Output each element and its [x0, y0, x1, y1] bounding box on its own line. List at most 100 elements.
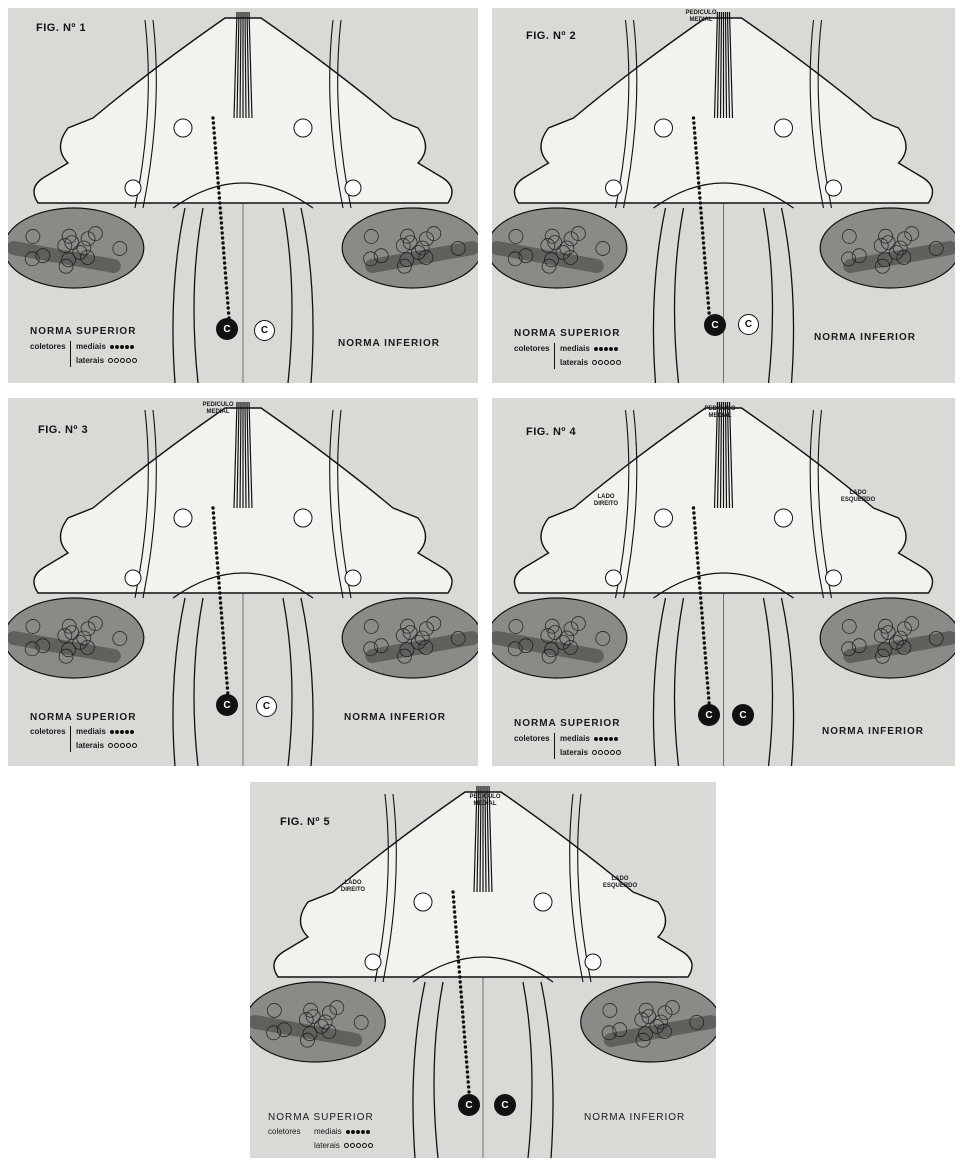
coletores-label: coletores — [30, 727, 66, 736]
collector-dot — [452, 900, 455, 903]
laterais-label: laterais — [560, 358, 588, 367]
collector-dot — [226, 686, 229, 689]
filled-dots-icon — [110, 730, 134, 734]
collector-dot — [225, 286, 228, 289]
mediais-item: mediais — [560, 344, 618, 353]
collector-dot — [211, 506, 214, 509]
collector-dot — [467, 1080, 470, 1083]
collector-dot — [707, 691, 710, 694]
collector-dot — [218, 591, 221, 594]
anatomy-diagram — [8, 398, 478, 766]
collector-dot — [214, 151, 217, 154]
collector-dot — [221, 626, 224, 629]
collector-node-filled: C — [458, 1094, 480, 1116]
collector-dot — [701, 621, 704, 624]
collector-dot — [212, 126, 215, 129]
collector-node-filled: C — [732, 704, 754, 726]
collector-dot — [701, 626, 704, 629]
collector-dot — [694, 536, 697, 539]
laterais-label: laterais — [560, 748, 588, 757]
mediais-label: mediais — [314, 1127, 342, 1136]
collector-dot — [457, 955, 460, 958]
collector-dot — [466, 1070, 469, 1073]
collector-dot — [698, 196, 701, 199]
collector-node-open: C — [738, 314, 759, 335]
lymph-node — [345, 570, 361, 586]
collector-dot — [212, 511, 215, 514]
vessel — [675, 208, 684, 383]
vessel — [764, 598, 773, 766]
collector-dot — [706, 296, 709, 299]
collector-dot — [227, 306, 230, 309]
collector-dot — [214, 146, 217, 149]
collector-dot — [704, 271, 707, 274]
collector-dot — [692, 511, 695, 514]
side-label-left: LADO DIREITO — [338, 880, 368, 894]
norma-inferior-label: NORMA INFERIOR — [584, 1112, 685, 1123]
vessel — [173, 208, 185, 383]
collector-dot — [219, 601, 222, 604]
collector-dot — [463, 1035, 466, 1038]
collector-dot — [223, 256, 226, 259]
lymph-node — [826, 570, 842, 586]
collector-dot — [463, 1030, 466, 1033]
collector-dot — [213, 526, 216, 529]
collector-dot — [224, 271, 227, 274]
collector-dot — [217, 571, 220, 574]
laterais-item: laterais — [76, 356, 137, 365]
collector-dot — [707, 306, 710, 309]
collector-dot — [697, 181, 700, 184]
collector-dot — [220, 226, 223, 229]
lymph-node — [826, 180, 842, 196]
norma-superior-label: NORMA SUPERIOR — [268, 1112, 374, 1123]
vessel — [194, 208, 203, 383]
figure-title: FIG. Nº 4 — [526, 426, 576, 438]
lymph-node — [606, 180, 622, 196]
collector-dot — [219, 216, 222, 219]
collector-dot — [220, 221, 223, 224]
collector-dot — [221, 621, 224, 624]
pedicle-label: PEDICULO MEDIAL — [698, 406, 742, 420]
figure-panel-5: FIG. Nº 5 PEDICULO MEDIAL LADO DIREITO L… — [250, 782, 716, 1158]
collector-dot — [214, 541, 217, 544]
laterais-label: laterais — [76, 741, 104, 750]
collector-dot — [697, 176, 700, 179]
laterais-label: laterais — [76, 356, 104, 365]
collector-dot — [217, 581, 220, 584]
collector-dot — [222, 641, 225, 644]
collector-dot — [466, 1075, 469, 1078]
collector-dot — [700, 606, 703, 609]
collector-dot — [692, 506, 695, 509]
collector-dot — [225, 671, 228, 674]
lymph-node — [585, 954, 601, 970]
collector-dot — [463, 1040, 466, 1043]
collector-dot — [223, 266, 226, 269]
collector-dot — [223, 651, 226, 654]
collector-dot — [694, 531, 697, 534]
collector-dot — [225, 681, 228, 684]
vessel — [301, 208, 313, 383]
lymph-node — [125, 570, 141, 586]
collector-dot — [456, 945, 459, 948]
lymph-node — [174, 509, 192, 527]
collector-dot — [224, 666, 227, 669]
collector-dot — [454, 925, 457, 928]
collector-dot — [215, 161, 218, 164]
collector-dot — [698, 586, 701, 589]
figure-title: FIG. Nº 2 — [526, 30, 576, 42]
collector-node-filled: C — [216, 694, 238, 716]
coletores-label: coletores — [268, 1127, 300, 1136]
collector-dot — [701, 616, 704, 619]
side-label-right: LADO ESQUERDO — [600, 876, 640, 890]
vessel — [675, 598, 684, 766]
vessel — [653, 598, 665, 766]
norma-inferior-label: NORMA INFERIOR — [338, 338, 440, 349]
collector-dot — [705, 276, 708, 279]
collector-dot — [695, 151, 698, 154]
laterais-item: laterais — [560, 358, 621, 367]
collector-dot — [213, 531, 216, 534]
collector-dot — [225, 291, 228, 294]
collector-dot — [459, 980, 462, 983]
collector-dot — [693, 521, 696, 524]
collector-dot — [460, 1000, 463, 1003]
